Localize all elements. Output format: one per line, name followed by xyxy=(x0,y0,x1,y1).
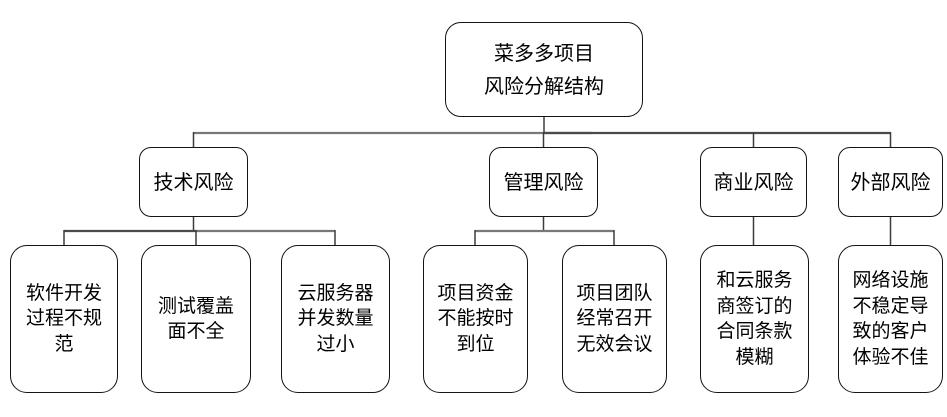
node-business-risk: 商业风险 xyxy=(700,147,807,217)
leaf-network-instability-bad-ux: 网络设施不稳定导致的客户体验不佳 xyxy=(838,245,943,393)
root-label-line1: 菜多多项目 xyxy=(494,40,594,65)
node-label: 商业风险 xyxy=(713,170,794,194)
root-label-line2: 风险分解结构 xyxy=(484,73,604,98)
node-label: 软件开发过程不规范 xyxy=(25,281,102,355)
node-label: 网络设施不稳定导致的客户体验不佳 xyxy=(852,269,929,368)
node-root-project: 菜多多项目 风险分解结构 xyxy=(445,22,643,117)
leaf-team-ineffective-meetings: 项目团队经常召开无效会议 xyxy=(562,245,667,393)
leaf-project-funds-delayed: 项目资金不能按时到位 xyxy=(423,245,528,393)
node-label: 和云服务商签订的合同条款模糊 xyxy=(716,269,793,368)
node-technical-risk: 技术风险 xyxy=(139,147,248,217)
node-label: 测试覆盖面不全 xyxy=(157,294,234,343)
leaf-cloud-contract-terms-vague: 和云服务商签订的合同条款模糊 xyxy=(700,245,809,393)
node-external-risk: 外部风险 xyxy=(838,147,943,217)
leaf-cloud-server-concurrency-low: 云服务器并发数量过小 xyxy=(281,245,390,393)
leaf-test-coverage-incomplete: 测试覆盖面不全 xyxy=(141,245,251,393)
node-label: 外部风险 xyxy=(850,170,931,194)
node-management-risk: 管理风险 xyxy=(489,147,598,217)
node-label: 管理风险 xyxy=(503,170,584,194)
node-label: 技术风险 xyxy=(153,170,234,194)
node-label: 项目资金不能按时到位 xyxy=(437,281,514,355)
leaf-software-process-not-standard: 软件开发过程不规范 xyxy=(10,245,118,393)
node-label: 云服务器并发数量过小 xyxy=(297,281,374,355)
node-label: 项目团队经常召开无效会议 xyxy=(576,281,653,355)
root-label: 菜多多项目 风险分解结构 xyxy=(484,37,604,103)
